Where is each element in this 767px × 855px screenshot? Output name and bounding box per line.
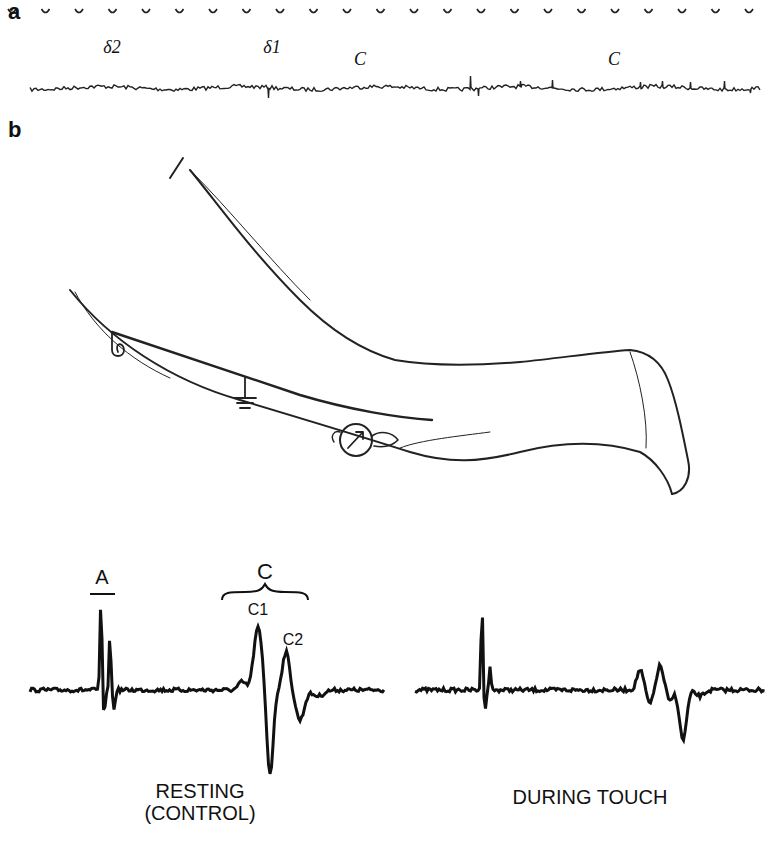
wave-label: C bbox=[354, 50, 366, 70]
wave-label: C bbox=[608, 50, 620, 70]
time-mark bbox=[444, 9, 452, 13]
time-mark bbox=[142, 9, 150, 13]
panel-letter: b bbox=[8, 118, 21, 142]
time-mark bbox=[176, 9, 184, 13]
time-mark bbox=[276, 9, 284, 13]
time-mark bbox=[544, 9, 552, 13]
time-mark bbox=[109, 9, 117, 13]
time-mark bbox=[712, 9, 720, 13]
time-mark bbox=[209, 9, 217, 13]
time-mark bbox=[611, 9, 619, 13]
time-mark bbox=[42, 9, 50, 13]
time-marks bbox=[8, 9, 753, 13]
time-mark bbox=[310, 9, 318, 13]
wave-label: C2 bbox=[283, 631, 303, 649]
time-mark bbox=[645, 9, 653, 13]
arm-illustration bbox=[70, 158, 689, 494]
time-mark bbox=[578, 9, 586, 13]
nerve-recording-trace bbox=[30, 76, 760, 98]
time-mark bbox=[75, 9, 83, 13]
bracket bbox=[90, 593, 115, 595]
time-mark bbox=[343, 9, 351, 13]
time-mark bbox=[511, 9, 519, 13]
condition-label: DURING TOUCH bbox=[513, 786, 668, 808]
time-mark bbox=[678, 9, 686, 13]
compound-action-potential-trace bbox=[415, 618, 765, 741]
wave-label: δ1 bbox=[263, 38, 280, 58]
wave-label: δ2 bbox=[103, 38, 120, 58]
time-mark bbox=[477, 9, 485, 13]
brace bbox=[222, 584, 308, 600]
compound-action-potential-trace bbox=[30, 610, 384, 774]
time-mark bbox=[243, 9, 251, 13]
time-mark bbox=[410, 9, 418, 13]
condition-label: RESTING (CONTROL) bbox=[140, 780, 260, 824]
wave-label: C bbox=[257, 560, 273, 584]
time-mark bbox=[377, 9, 385, 13]
wave-label: A bbox=[95, 566, 108, 588]
time-mark bbox=[745, 9, 753, 13]
wave-label: C1 bbox=[248, 601, 268, 619]
panel-letter: a bbox=[8, 0, 20, 24]
